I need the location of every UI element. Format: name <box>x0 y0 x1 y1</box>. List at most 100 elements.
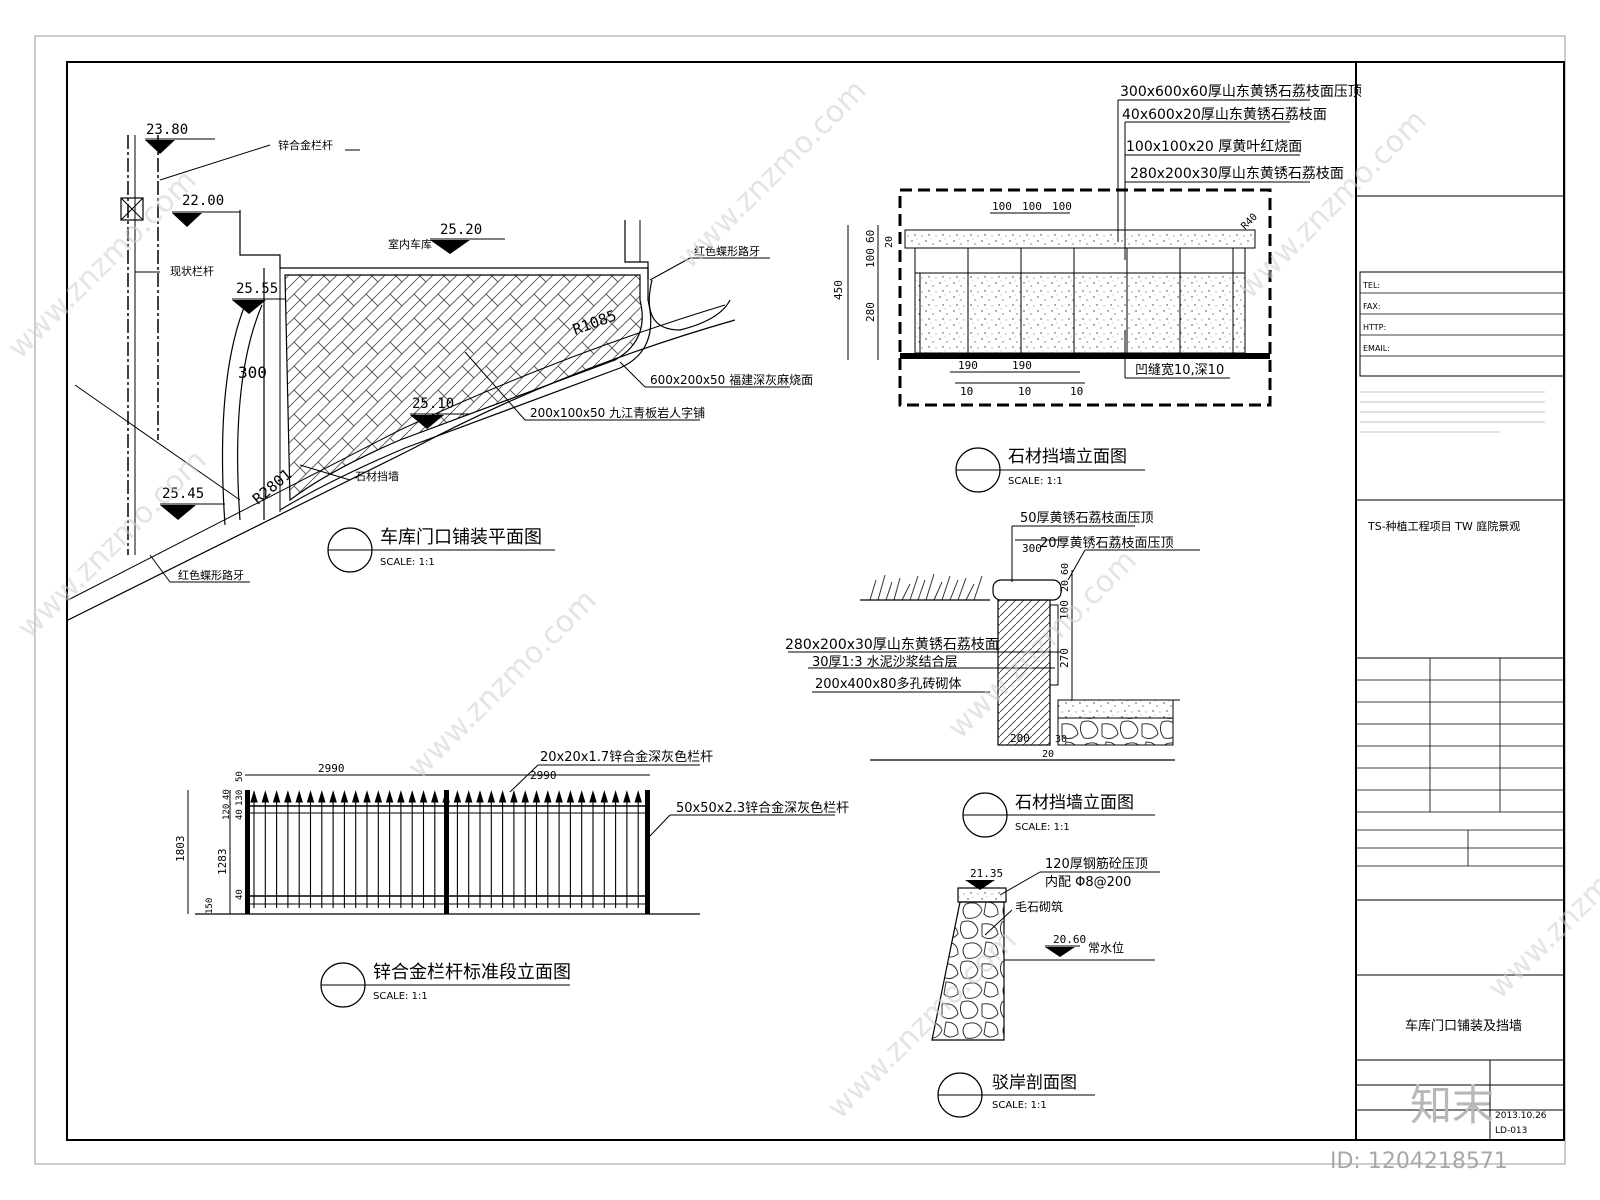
label-existing-railing: 现状栏杆 <box>170 264 214 278</box>
tb-date: 2013.10.26 <box>1495 1111 1547 1121</box>
fence-picket-tip <box>532 790 541 803</box>
dim-100a: 100 <box>992 200 1012 213</box>
dim-130: 130 <box>235 790 245 806</box>
elev-2135-label: 21.35 <box>970 867 1003 880</box>
dim-100c: 100 <box>1052 200 1072 213</box>
wall2-title: 石材挡墙立面图 <box>1015 793 1134 813</box>
fence-picket-tip <box>397 790 405 803</box>
elev-marker-2555: 25.55 <box>232 281 285 314</box>
dim-300-wall2: 300 <box>1022 542 1042 555</box>
wall1-note5: 凹缝宽10,深10 <box>1135 362 1224 378</box>
tb-drawing-title: 车库门口铺装及挡墙 <box>1405 1018 1522 1034</box>
dim-60-wall2: 60 <box>1060 563 1071 575</box>
fence-picket-tip <box>250 790 258 803</box>
fence-picket-tip <box>566 790 575 803</box>
fence-picket-tip <box>261 790 270 803</box>
tb-drawing-no: LD-013 <box>1495 1126 1527 1136</box>
fence-picket-tip <box>589 790 597 803</box>
label-red-curb-bottom: 红色蝶形路牙 <box>178 568 244 582</box>
label-paving-200: 200x100x50 九江青板岩人字铺 <box>530 405 705 420</box>
dim-300-label: 300 <box>238 363 267 382</box>
herringbone-paving <box>284 274 643 502</box>
dim-270-wall2: 270 <box>1058 648 1071 668</box>
dim-1803: 1803 <box>174 836 187 863</box>
elev-marker-2510: 25.10 <box>410 396 470 429</box>
fence-picket-tip <box>295 790 303 803</box>
stone-wall-elevation-2: 300 200 30 20 270 100 20 60 50厚黄锈石荔枝面压顶 … <box>785 511 1200 838</box>
dim-10c: 10 <box>1070 385 1083 398</box>
inner-frame <box>66 61 1565 1141</box>
wall2-scale: SCALE: 1:1 <box>1015 822 1070 833</box>
elev-marker-2520: 25.20 <box>430 222 505 254</box>
grass-hatch <box>869 573 983 601</box>
dim-20-wall2: 20 <box>1042 749 1054 760</box>
wall2-note3: 280x200x30厚山东黄锈石荔枝面 <box>785 636 999 653</box>
fence-picket-tip <box>374 790 383 803</box>
fence-picket-tip <box>453 790 462 803</box>
elev-2200-label: 22.00 <box>182 193 224 209</box>
elev-marker-2545: 25.45 <box>160 486 225 520</box>
fence-picket-tip <box>340 790 349 803</box>
title-block: TEL: FAX: HTTP: EMAIL: TS-种植工程项目 TW 庭院景观… <box>1356 195 1565 1140</box>
dim-100-wall2: 100 <box>1058 600 1071 620</box>
fence-picket-tip <box>329 790 337 803</box>
watermarks: www.znzmo.com www.znzmo.com www.znzmo.co… <box>1 73 1600 1174</box>
fence-note1: 20x20x1.7锌合金深灰色栏杆 <box>540 749 713 765</box>
tb-tel: TEL: <box>1362 281 1380 290</box>
dim-40c: 40 <box>235 889 245 900</box>
dim-10a: 10 <box>960 385 973 398</box>
wall2-note5: 200x400x80多孔砖砌体 <box>815 676 962 692</box>
revetment-note1: 120厚钢筋砼压顶 <box>1045 856 1148 872</box>
wall1-scale: SCALE: 1:1 <box>1008 476 1063 487</box>
wall1-title: 石材挡墙立面图 <box>1008 447 1127 467</box>
plan-title: 车库门口铺装平面图 <box>380 527 542 548</box>
fence-picket-tip <box>623 790 631 803</box>
fence-picket-tip <box>284 790 292 803</box>
dim-40a: 40 <box>235 809 245 820</box>
fence-title: 锌合金栏杆标准段立面图 <box>373 962 571 983</box>
revetment-title: 驳岸剖面图 <box>992 1073 1077 1093</box>
revetment-note2: 内配 Φ8@200 <box>1045 874 1131 890</box>
elev-marker-2200: 22.00 <box>172 193 240 227</box>
garage-paving-plan: 23.80 22.00 25.20 25.55 25.10 25.45 300 <box>67 122 813 621</box>
dim-150: 150 <box>205 898 215 914</box>
fence-picket-tip <box>476 790 484 803</box>
plan-scale: SCALE: 1:1 <box>380 557 435 568</box>
revetment-section: 21.35 20.60 常水位 120厚钢筋砼压顶 内配 Φ8@200 毛石砌筑… <box>931 856 1160 1118</box>
wall1-note4: 280x200x30厚山东黄锈石荔枝面 <box>1130 165 1344 182</box>
fence-picket-tip <box>544 790 552 803</box>
fence-picket-tip <box>464 790 473 803</box>
label-red-curb-top: 红色蝶形路牙 <box>694 244 760 258</box>
fence-elevation: 2990 2990 1803 1283 50 130 40 120 40 40 … <box>174 749 849 1008</box>
dim-200-wall2: 200 <box>1010 732 1030 745</box>
label-stone-wall: 石材挡墙 <box>355 469 399 483</box>
dim-40b: 40 <box>222 789 232 800</box>
wall1-note3: 100x100x20 厚黄叶红烧面 <box>1126 138 1302 155</box>
dim-10b: 10 <box>1018 385 1031 398</box>
fence-picket-tip <box>600 790 609 803</box>
detail-boundary <box>898 188 1272 407</box>
dim-450: 450 <box>832 280 845 300</box>
dim-100v: 100 <box>864 248 877 268</box>
fence-picket-tip <box>521 790 529 803</box>
stone-wall-elevation-1: 450 280 100 60 20 100 100 100 R40 190 19… <box>832 83 1362 493</box>
dim-50: 50 <box>235 771 245 782</box>
fence-picket-tip <box>351 790 360 803</box>
elev-2545-label: 25.45 <box>162 486 204 502</box>
tb-email: EMAIL: <box>1363 344 1390 353</box>
dim-190a: 190 <box>958 359 978 372</box>
watermark-logo: 知末 <box>1410 1081 1494 1130</box>
radius-2801-label: R2801 <box>249 465 295 508</box>
label-paving-600: 600x200x50 福建深灰麻烧面 <box>650 372 813 387</box>
dim-2990a: 2990 <box>318 762 345 775</box>
fence-picket-tip <box>431 790 439 803</box>
wall2-note2: 20厚黄锈石荔枝面压顶 <box>1040 536 1174 551</box>
fence-pickets <box>250 790 642 908</box>
elev-2555-label: 25.55 <box>236 281 278 297</box>
elev-2510-label: 25.10 <box>412 396 454 412</box>
fence-picket-tip <box>510 790 518 803</box>
label-railing: 锌合金栏杆 <box>278 138 333 152</box>
wall1-note1: 300x600x60厚山东黄锈石荔枝面压顶 <box>1120 83 1362 100</box>
tb-project: TS-种植工程项目 TW 庭院景观 <box>1367 519 1520 533</box>
fence-picket-tip <box>306 790 315 803</box>
